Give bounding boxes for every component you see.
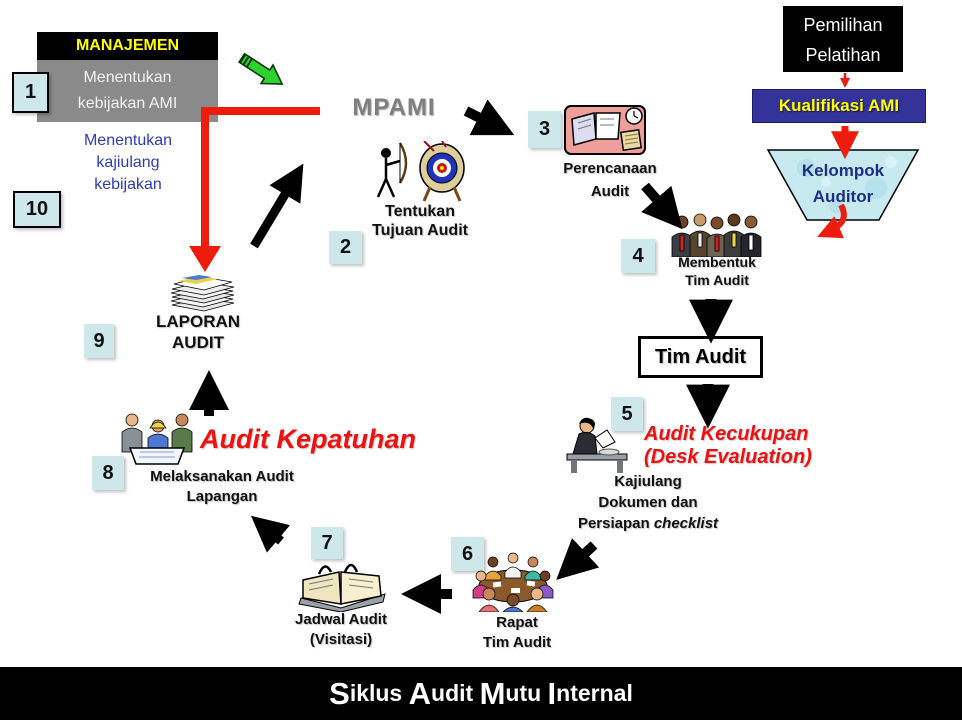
kajiulang-label: Kajiulang Dokumen dan Persiapan checklis… <box>577 473 719 532</box>
perencanaan-label: Perencanaan Audit <box>563 160 657 200</box>
step-badge-5: 5 <box>611 397 643 431</box>
meeting-table-icon <box>472 552 554 612</box>
kelompok-label: Kelompok Auditor <box>801 161 885 206</box>
arrow-step5-to-rapat <box>556 538 600 580</box>
step-badge-2: 2 <box>329 231 362 264</box>
planning-book-icon <box>564 105 646 155</box>
policy-line1: Menentukan <box>83 69 172 86</box>
archer-target-icon <box>376 141 465 202</box>
tim-audit-box: Tim Audit <box>638 336 763 378</box>
arrow-laporan-to-mpami <box>250 163 304 249</box>
kualifikasi-box: Kualifikasi AMI <box>752 89 926 123</box>
step-badge-3: 3 <box>528 111 561 148</box>
green-3d-arrow-icon <box>238 52 284 85</box>
pemilihan-box: Pemilihan Pelatihan <box>783 6 903 72</box>
policy-box: Menentukan kebijakan AMI <box>37 60 218 122</box>
manajemen-header: MANAJEMEN <box>37 32 218 60</box>
step-badge-8: 8 <box>92 456 124 490</box>
kecukupan-label: Audit Kecukupan (Desk Evaluation) <box>644 423 812 468</box>
report-stack-icon <box>170 275 235 312</box>
laporan-label: LAPORAN AUDIT <box>155 312 241 352</box>
mpami-label: MPAMI <box>352 94 436 121</box>
step-badge-7: 7 <box>311 527 343 559</box>
field-audit-icon <box>121 413 193 465</box>
kelompok-auditor-trapezoid: Kelompok Auditor <box>766 148 920 222</box>
review-policy-text: Menentukan kajiulang kebijakan <box>83 132 173 193</box>
arrow-jadwal-to-step8 <box>250 515 291 553</box>
arrow-mpami-to-step3 <box>463 99 515 136</box>
policy-line2: kebijakan AMI <box>77 95 178 112</box>
schedule-book-icon <box>298 563 386 612</box>
step-badge-10: 10 <box>13 191 61 228</box>
audit-team-icon <box>671 213 762 257</box>
step-badge-9: 9 <box>84 324 114 358</box>
rapat-label: Rapat Tim Audit <box>482 614 552 651</box>
step-badge-1: 1 <box>12 72 49 113</box>
red-feedback-arrow <box>201 107 320 248</box>
membentuk-label: Membentuk Tim Audit <box>678 254 756 288</box>
melaksanakan-label: Melaksanakan Audit Lapangan <box>150 468 294 505</box>
jadwal-label: Jadwal Audit (Visitasi) <box>295 611 387 648</box>
step-badge-6: 6 <box>451 537 484 571</box>
trapezoid-shape <box>766 149 920 221</box>
step-badge-4: 4 <box>621 239 655 273</box>
desk-evaluation-icon <box>566 417 628 473</box>
tentukan-label: Tentukan Tujuan Audit <box>372 203 468 239</box>
kepatuhan-label: Audit Kepatuhan <box>200 424 416 454</box>
